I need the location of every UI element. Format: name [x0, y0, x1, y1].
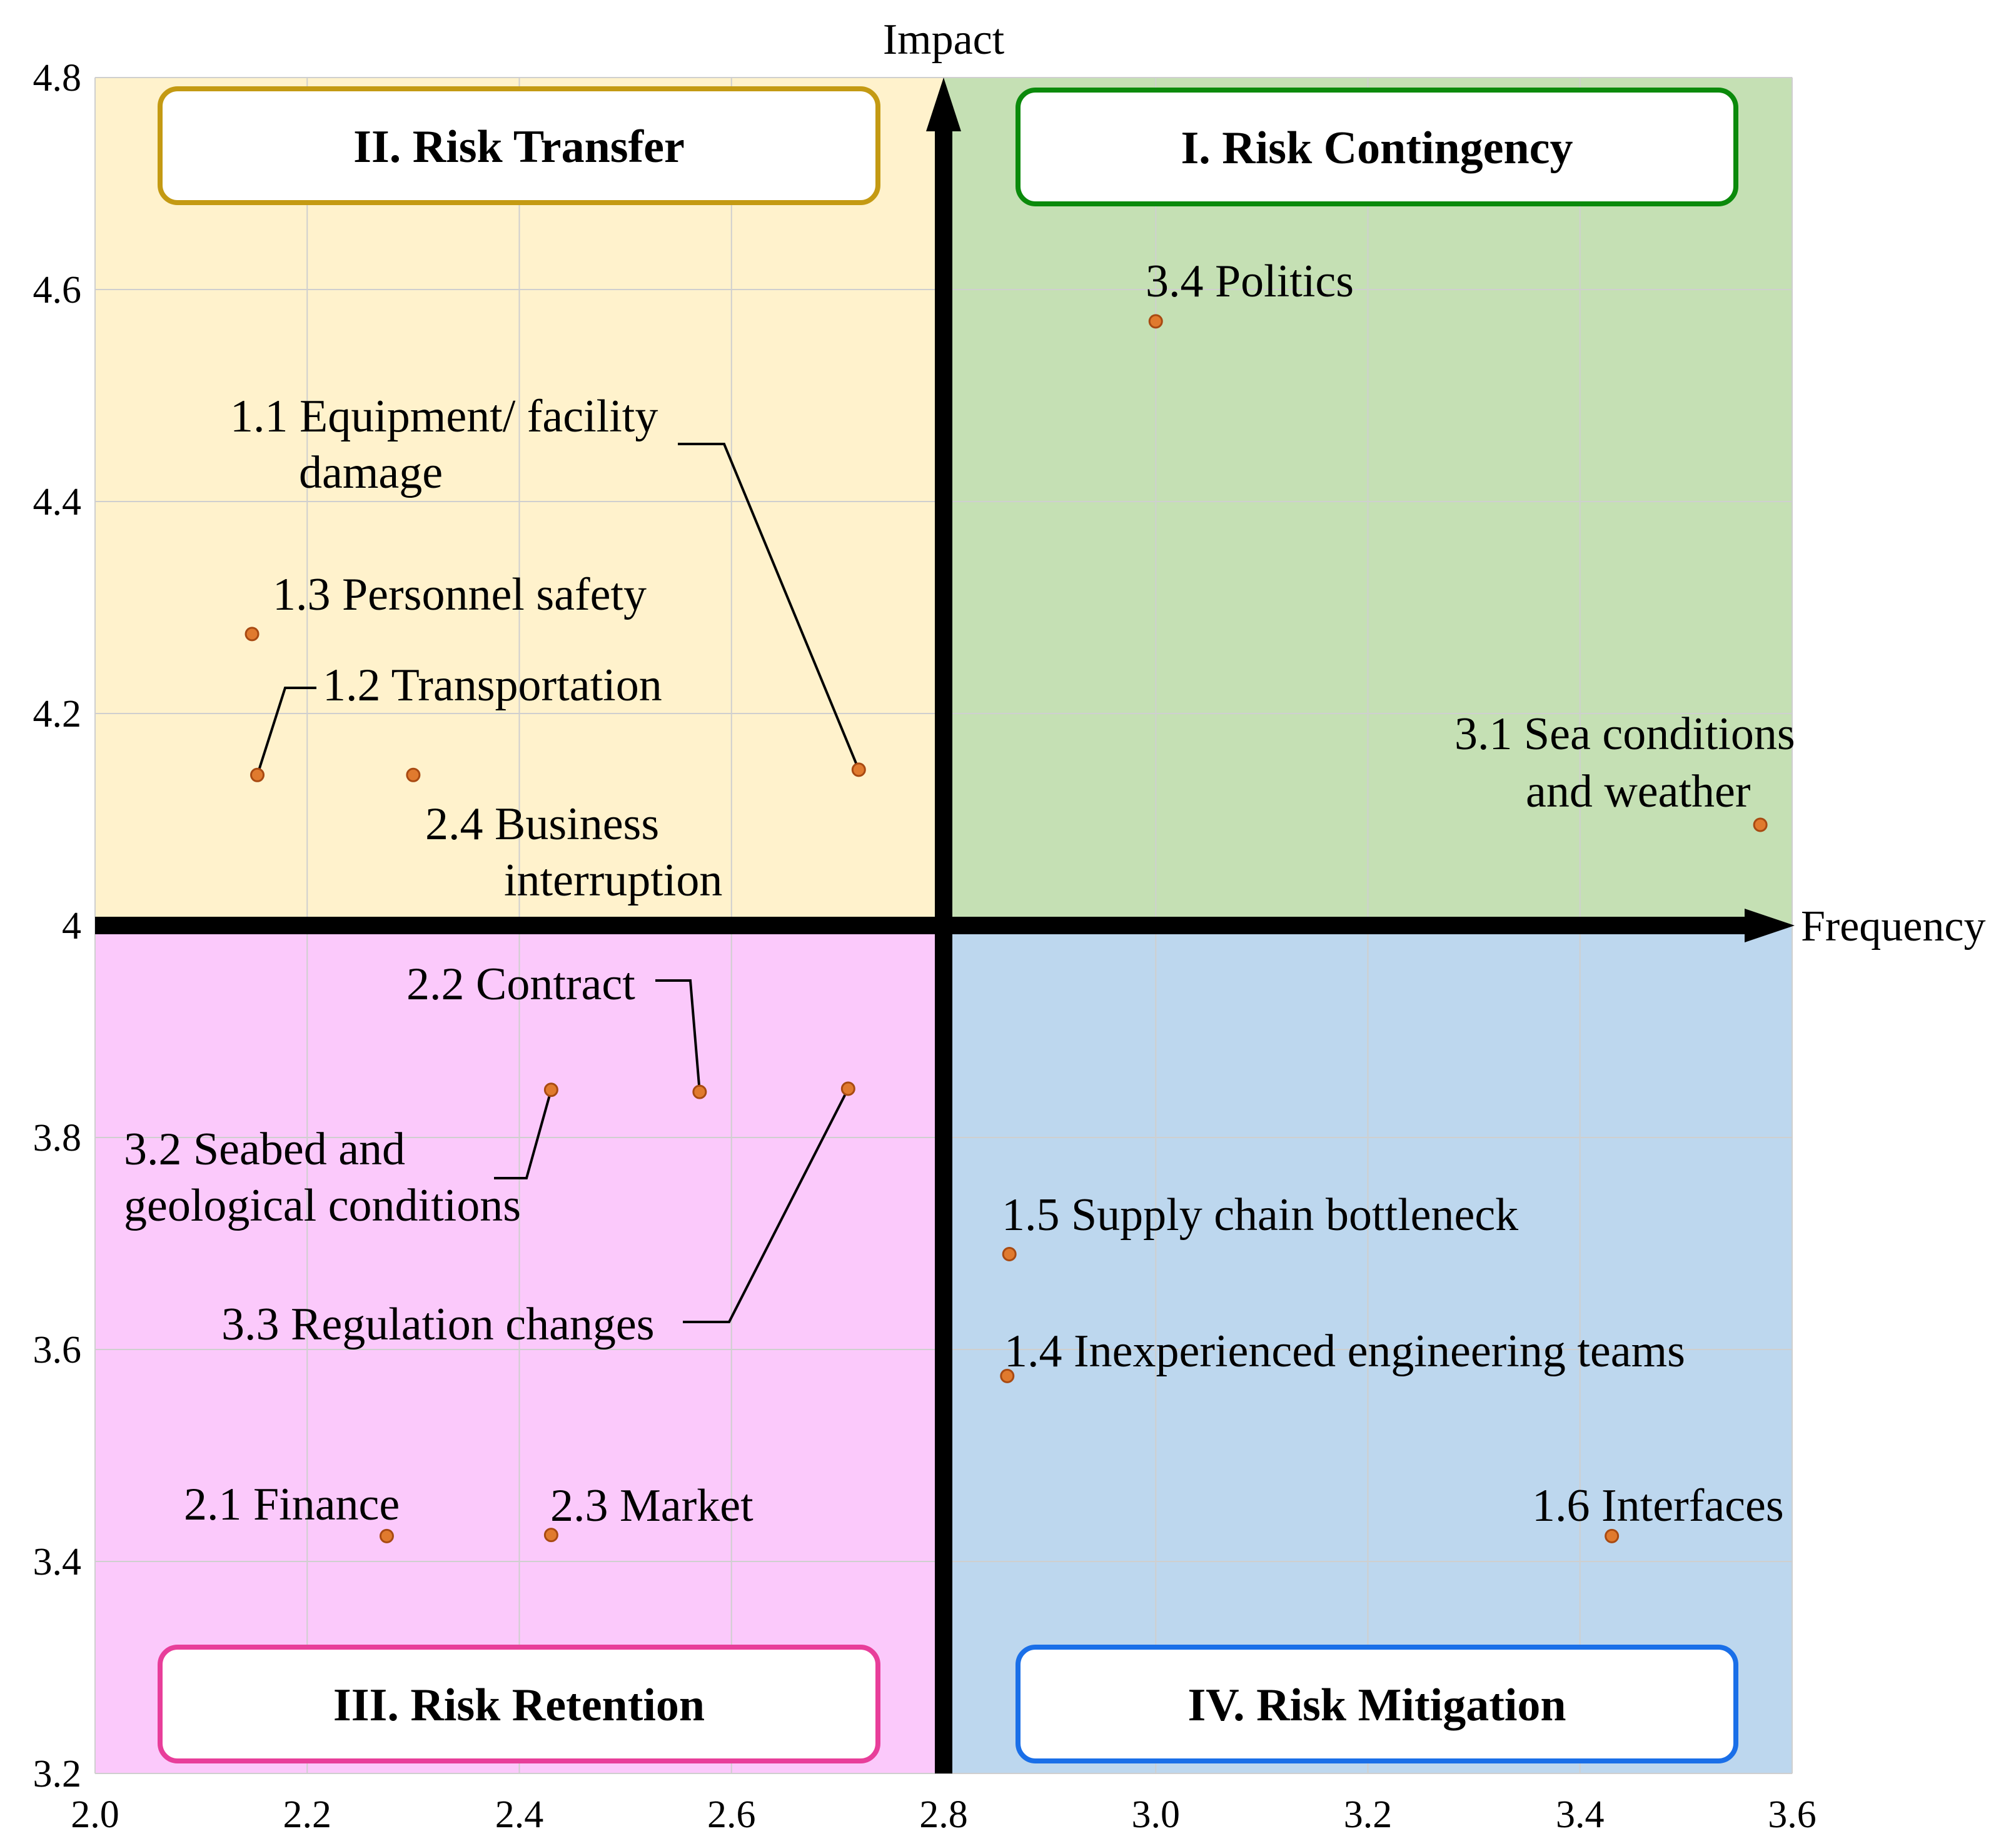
x-tick-label: 2.8 — [919, 1793, 968, 1836]
quadrant-IV-title: IV. Risk Mitigation — [1187, 1680, 1566, 1731]
y-tick-label: 3.2 — [33, 1753, 82, 1795]
leader-line — [678, 443, 860, 770]
data-point-label: 3.1 Sea conditions — [1454, 709, 1795, 760]
data-point — [1753, 817, 1768, 832]
data-point-label: 3.3 Regulation changes — [221, 1299, 655, 1350]
quadrant-I-title: I. Risk Contingency — [1181, 123, 1573, 174]
quadrant-III-box — [158, 1645, 880, 1763]
data-point-label: geological conditions — [124, 1180, 521, 1231]
leader-line — [494, 1089, 553, 1179]
y-axis-title: Impact — [883, 16, 1005, 64]
data-point-label: 1.5 Supply chain bottleneck — [1002, 1189, 1518, 1241]
x-tick-label: 2.2 — [283, 1793, 332, 1836]
data-point-label: 2.1 Finance — [184, 1479, 400, 1530]
y-tick-label: 4 — [62, 905, 81, 947]
data-point-label: 1.6 Interfaces — [1532, 1480, 1784, 1531]
data-point-label: 3.2 Seabed and — [124, 1124, 405, 1175]
data-point — [1002, 1246, 1017, 1261]
x-axis-arrowhead — [1745, 909, 1795, 942]
y-tick-label: 3.8 — [33, 1117, 82, 1159]
data-point-label: interruption — [504, 855, 722, 906]
data-point-label: 1.3 Personnel safety — [273, 569, 647, 620]
y-tick-label: 4.4 — [33, 481, 82, 523]
data-point — [379, 1528, 394, 1543]
y-tick-label: 3.4 — [33, 1541, 82, 1583]
data-point — [1148, 314, 1163, 329]
data-point-label: 2.3 Market — [550, 1480, 753, 1531]
data-point — [840, 1081, 855, 1096]
data-point-label: 1.2 Transportation — [323, 660, 662, 711]
x-axis-title: Frequency — [1801, 902, 1985, 951]
quadrant-IV-box — [1016, 1645, 1738, 1763]
quadrant-II-title: II. Risk Transfer — [353, 121, 685, 173]
data-point — [244, 627, 260, 642]
x-tick-label: 3.2 — [1344, 1793, 1393, 1836]
data-point-label: 3.4 Politics — [1146, 256, 1354, 307]
data-point — [692, 1084, 707, 1099]
y-axis-arrowhead — [926, 78, 961, 131]
data-point-label: and weather — [1526, 766, 1751, 817]
x-tick-label: 3.0 — [1132, 1793, 1181, 1836]
data-point — [1000, 1368, 1015, 1383]
x-tick-label: 3.6 — [1768, 1793, 1817, 1836]
quadrant-III-title: III. Risk Retention — [333, 1680, 705, 1731]
leader-line — [256, 687, 316, 775]
data-point-label: damage — [299, 447, 443, 498]
quadrant-II-box — [158, 86, 880, 205]
x-tick-label: 2.0 — [71, 1793, 119, 1836]
data-point-label: 1.4 Inexperienced engineering teams — [1004, 1326, 1685, 1377]
data-point — [543, 1082, 558, 1097]
data-point-label: 2.4 Business — [425, 799, 659, 850]
data-point — [406, 767, 421, 782]
leader-line — [655, 979, 701, 1092]
y-tick-label: 3.6 — [33, 1329, 82, 1371]
x-tick-label: 2.4 — [495, 1793, 544, 1836]
data-point — [543, 1528, 558, 1543]
leader-line — [683, 1088, 850, 1323]
x-tick-label: 3.4 — [1556, 1793, 1605, 1836]
y-tick-label: 4.2 — [33, 693, 82, 735]
data-point-label: 2.2 Contract — [406, 959, 635, 1010]
data-point — [851, 762, 866, 777]
x-tick-label: 2.6 — [707, 1793, 756, 1836]
data-point — [250, 767, 265, 782]
y-tick-label: 4.6 — [33, 269, 82, 311]
y-tick-label: 4.8 — [33, 57, 82, 99]
data-point — [1605, 1528, 1620, 1543]
data-point-label: 1.1 Equipment/ facility — [230, 391, 658, 442]
quadrant-I-box — [1016, 88, 1738, 206]
